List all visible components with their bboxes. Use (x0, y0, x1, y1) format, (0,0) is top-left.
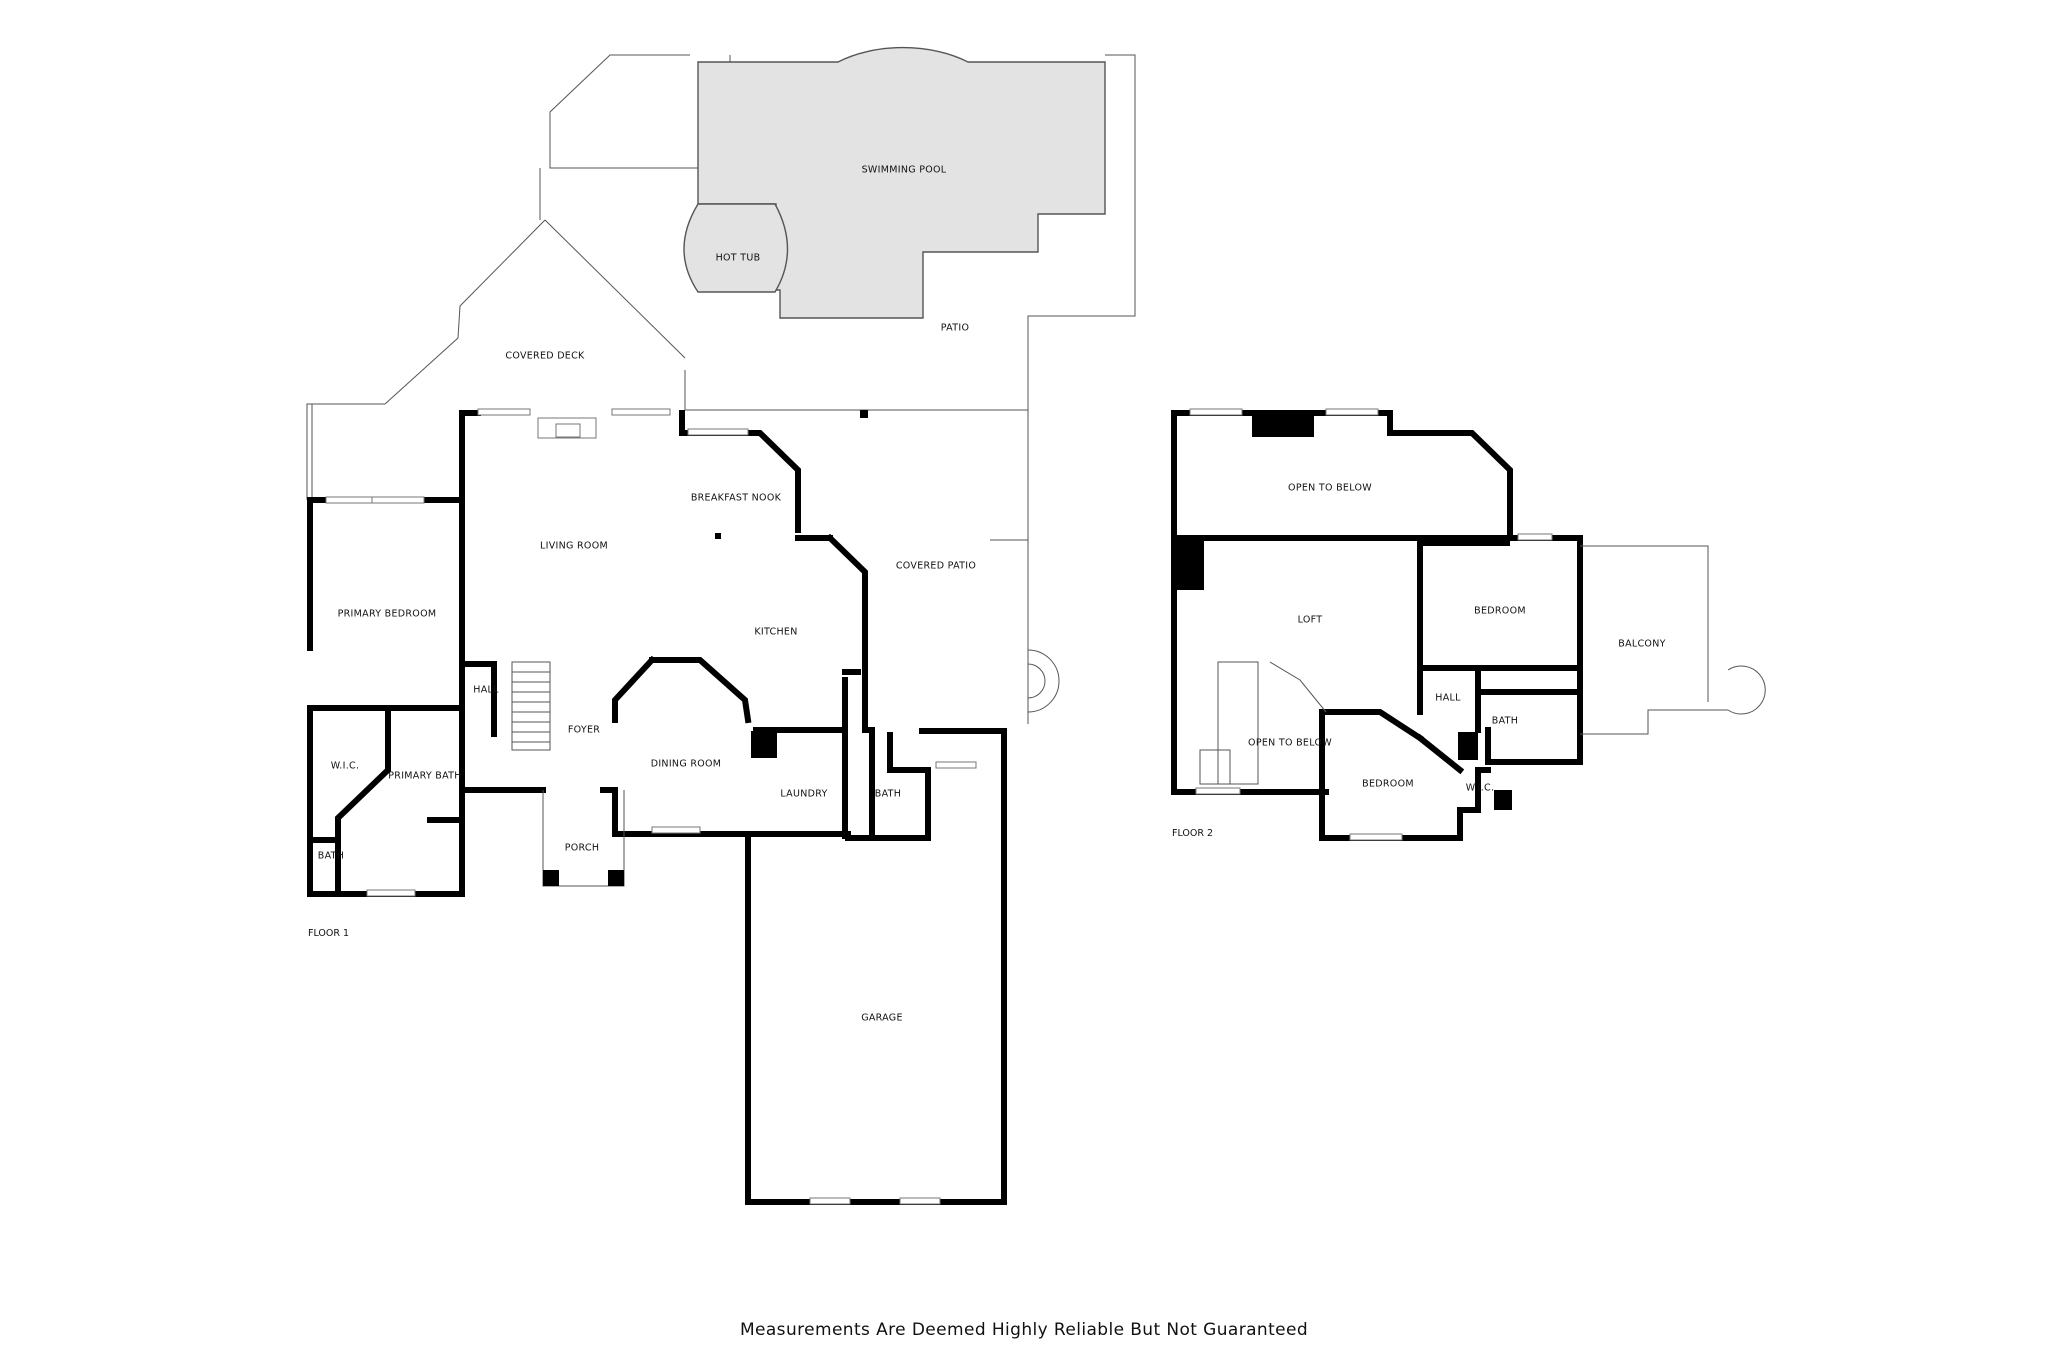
room-labels: SWIMMING POOL HOT TUB PATIO COVERED DECK… (318, 165, 1666, 1024)
floor-2-fixtures (1174, 413, 1512, 810)
floor-2-thin (1199, 545, 1766, 785)
room-label-bath-floor-2: BATH (1492, 716, 1518, 727)
stairs-floor-1 (511, 661, 551, 751)
room-label-living-room: LIVING ROOM (540, 541, 608, 552)
room-label-garage: GARAGE (861, 1013, 903, 1024)
disclaimer-text: Measurements Are Deemed Highly Reliable … (739, 1320, 1309, 1340)
room-label-porch: PORCH (565, 843, 600, 854)
room-label-laundry: LAUNDRY (780, 789, 827, 800)
room-label-bedroom-a: BEDROOM (1474, 606, 1526, 617)
room-label-bath-floor-1-a: BATH (875, 789, 901, 800)
floor-1-fixtures (537, 410, 868, 886)
room-label-hall-floor-1: HALL (473, 685, 499, 696)
room-label-hot-tub: HOT TUB (716, 253, 761, 264)
floor-1-windows (325, 408, 977, 1205)
room-label-wic-floor-1: W.I.C. (331, 761, 360, 772)
floor-2-walls (1171, 410, 1583, 841)
room-label-dining-room: DINING ROOM (651, 759, 722, 770)
room-label-patio: PATIO (941, 323, 969, 334)
floor-label-2: FLOOR 2 (1172, 828, 1213, 839)
room-label-swimming-pool: SWIMMING POOL (862, 165, 947, 176)
room-label-kitchen: KITCHEN (754, 627, 797, 638)
room-label-primary-bath: PRIMARY BATH (388, 771, 461, 782)
floor-labels: FLOOR 1 FLOOR 2 (308, 828, 1213, 939)
room-label-breakfast-nook: BREAKFAST NOOK (691, 493, 782, 504)
room-label-bedroom-b: BEDROOM (1362, 779, 1414, 790)
room-label-foyer: FOYER (568, 725, 600, 736)
room-label-hall-floor-2: HALL (1435, 693, 1461, 704)
room-label-wic-floor-2: W.I.C. (1466, 783, 1495, 794)
floor-label-1: FLOOR 1 (308, 928, 349, 939)
swimming-pool (683, 46, 1106, 319)
room-label-loft: LOFT (1298, 615, 1323, 626)
room-label-primary-bedroom: PRIMARY BEDROOM (338, 609, 437, 620)
room-label-open-to-below-a: OPEN TO BELOW (1288, 483, 1372, 494)
room-label-balcony: BALCONY (1618, 639, 1665, 650)
room-label-open-to-below-b: OPEN TO BELOW (1248, 738, 1332, 749)
floor-1-walls (307, 410, 1007, 1205)
room-label-bath-floor-1-b: BATH (318, 851, 344, 862)
room-label-covered-deck: COVERED DECK (505, 351, 585, 362)
floor-2-windows (1189, 408, 1553, 841)
room-label-covered-patio: COVERED PATIO (896, 561, 976, 572)
